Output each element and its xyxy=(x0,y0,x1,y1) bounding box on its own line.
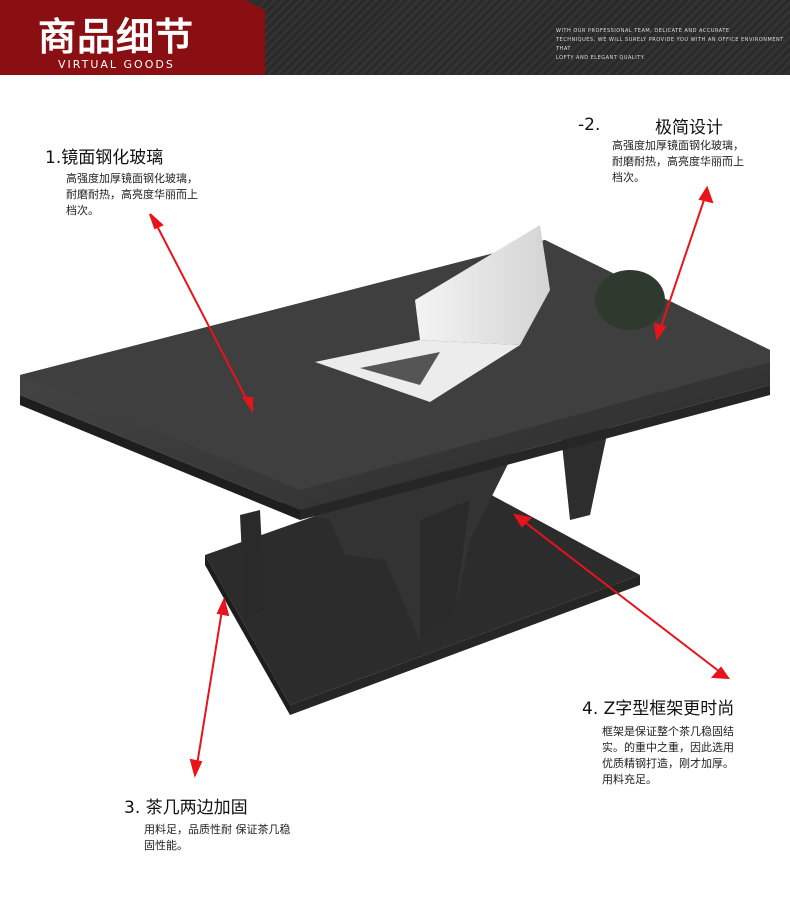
feature-1-desc: 高强度加厚镜面钢化玻璃，耐磨耐热，高亮度华丽而上档次。 xyxy=(66,172,198,217)
laptop-screen xyxy=(415,225,550,345)
feature-3-desc: 用料足，品质性耐 保证茶几稳固性能。 xyxy=(144,823,291,852)
tagline-line: TECHNIQUES, WE WILL SURELY PROVIDE YOU W… xyxy=(556,37,784,52)
feature-2-desc: 高强度加厚镜面钢化玻璃，耐磨耐热，高亮度华丽而上档次。 xyxy=(612,139,744,184)
tagline-line: WITH OUR PROFESSIONAL TEAM, DELICATE AND… xyxy=(556,28,730,34)
header-banner: 商品细节 VIRTUAL GOODS WITH OUR PROFESSIONAL… xyxy=(0,0,790,75)
feature-4-desc: 框架是保证整个茶几稳固结实。的重中之重，因此选用优质精钢打造，刚才加厚。用料充足… xyxy=(602,725,734,786)
title-badge: 商品细节 VIRTUAL GOODS xyxy=(0,0,265,75)
header-texture xyxy=(260,0,790,75)
feature-3-title: 3. 茶几两边加固 xyxy=(124,798,248,818)
tagline-line: LOFTY AND ELEGANT QUALITY. xyxy=(556,55,646,61)
page-subtitle: VIRTUAL GOODS xyxy=(58,58,175,71)
feature-1-title: 1.镜面钢化玻璃 xyxy=(45,148,164,168)
page-title: 商品细节 xyxy=(38,15,195,59)
feature-2-title: 极简设计 xyxy=(655,118,723,138)
tagline: WITH OUR PROFESSIONAL TEAM, DELICATE AND… xyxy=(556,27,788,63)
feature-2-number: -2. xyxy=(578,115,601,135)
feature-4-title: 4. Z字型框架更时尚 xyxy=(582,699,735,719)
